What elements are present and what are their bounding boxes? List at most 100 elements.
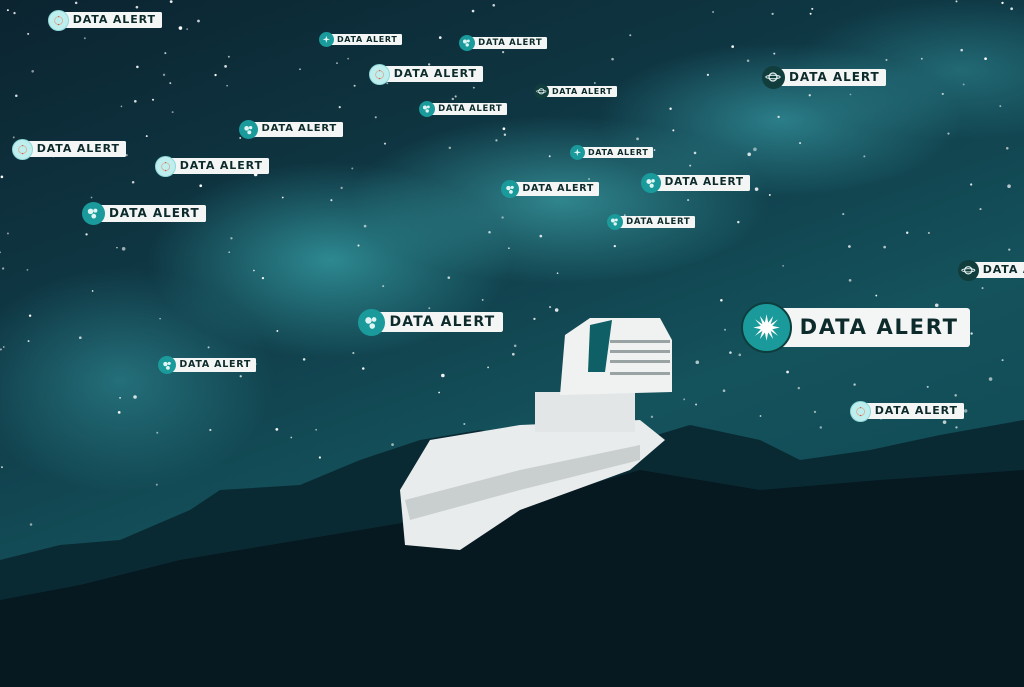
star [502, 51, 505, 54]
star [947, 132, 950, 135]
data-alert-badge[interactable]: DATA ALERT [358, 309, 503, 336]
data-alert-badge[interactable]: DATA ALERT [534, 84, 617, 100]
data-alert-badge[interactable]: DATA ALERT [155, 156, 269, 177]
star [502, 127, 506, 131]
star [927, 231, 930, 235]
star [83, 37, 86, 40]
alert-label: DATA ALERT [513, 182, 600, 196]
star [782, 265, 784, 267]
star [503, 133, 507, 136]
star [239, 136, 242, 139]
data-alert-badge[interactable]: DATA ALERT [501, 180, 600, 199]
star [90, 196, 93, 199]
data-alert-badge[interactable]: DATA ALERT [570, 145, 653, 161]
data-alert-badge[interactable]: DATA ALERT [158, 356, 257, 375]
star [330, 199, 333, 202]
star [352, 351, 355, 355]
alert-label: DATA ALERT [618, 215, 695, 229]
star [1007, 184, 1011, 189]
data-alert-badge[interactable]: DATA ALERT [48, 10, 162, 31]
star [1001, 359, 1004, 362]
star [773, 52, 776, 55]
star [91, 290, 94, 292]
data-alert-badge[interactable]: DATA ALERT [369, 64, 483, 85]
star [152, 98, 154, 101]
ring-icon [48, 10, 69, 31]
star [753, 147, 757, 152]
star [156, 431, 159, 434]
star [26, 268, 29, 271]
star [1005, 146, 1009, 150]
star-icon [570, 145, 586, 161]
star [209, 428, 212, 432]
star [290, 436, 293, 439]
star [746, 59, 750, 63]
cluster-icon [501, 180, 520, 199]
star [963, 409, 968, 413]
star [2, 346, 5, 348]
star [472, 86, 475, 89]
star [253, 269, 255, 272]
data-alert-badge[interactable]: DATA ALERT [239, 120, 343, 139]
star [513, 344, 517, 348]
data-alert-badge[interactable]: DATA ALERT [958, 260, 1024, 281]
star [984, 57, 987, 61]
star [695, 403, 698, 406]
data-alert-badge[interactable]: DATA ALERT [82, 202, 207, 225]
alert-label: DATA ALERT [329, 33, 402, 46]
star [511, 352, 515, 356]
planet-icon [534, 84, 550, 100]
star [133, 395, 137, 399]
star [281, 196, 284, 199]
star [239, 375, 242, 378]
star [199, 184, 203, 188]
star [687, 199, 690, 202]
data-alert-badge[interactable]: DATA ALERT [641, 173, 750, 193]
star [712, 11, 714, 13]
star [31, 69, 34, 73]
star [120, 105, 123, 108]
star [374, 116, 377, 119]
alert-label: DATA ALERT [376, 312, 503, 333]
data-alert-badge[interactable]: DATA ALERT [12, 139, 126, 160]
star [693, 151, 697, 155]
star [224, 65, 227, 68]
ring-icon [850, 401, 871, 422]
star [548, 306, 552, 309]
data-alert-badge[interactable]: DATA ALERT [850, 401, 964, 422]
star [207, 346, 210, 349]
star [487, 366, 490, 369]
alert-label: DATA ALERT [383, 66, 483, 83]
star [428, 307, 431, 310]
star [0, 175, 4, 179]
star [135, 5, 139, 9]
star [85, 233, 88, 236]
star [875, 294, 878, 297]
star [261, 277, 265, 280]
star [999, 105, 1002, 108]
star [588, 178, 590, 180]
data-alert-badge[interactable]: DATA ALERT [607, 214, 695, 231]
data-alert-badge[interactable]: DATA ALERT [319, 32, 402, 48]
star [315, 428, 318, 431]
star [672, 129, 675, 132]
star [738, 353, 742, 357]
star [125, 154, 128, 157]
star [336, 62, 338, 64]
data-alert-badge[interactable]: DATA ALERT [741, 302, 971, 354]
star [1, 466, 3, 468]
star [6, 232, 9, 235]
star [155, 483, 158, 486]
star [737, 220, 740, 224]
star [926, 385, 929, 388]
data-alert-badge[interactable]: DATA ALERT [459, 35, 547, 52]
data-alert-badge[interactable]: DATA ALERT [419, 101, 507, 118]
star [942, 420, 947, 424]
star [27, 340, 30, 343]
alert-label: DATA ALERT [780, 308, 971, 348]
star [786, 370, 789, 374]
star [759, 415, 762, 417]
data-alert-badge[interactable]: DATA ALERT [762, 66, 887, 89]
star [383, 142, 387, 145]
star [13, 11, 16, 15]
